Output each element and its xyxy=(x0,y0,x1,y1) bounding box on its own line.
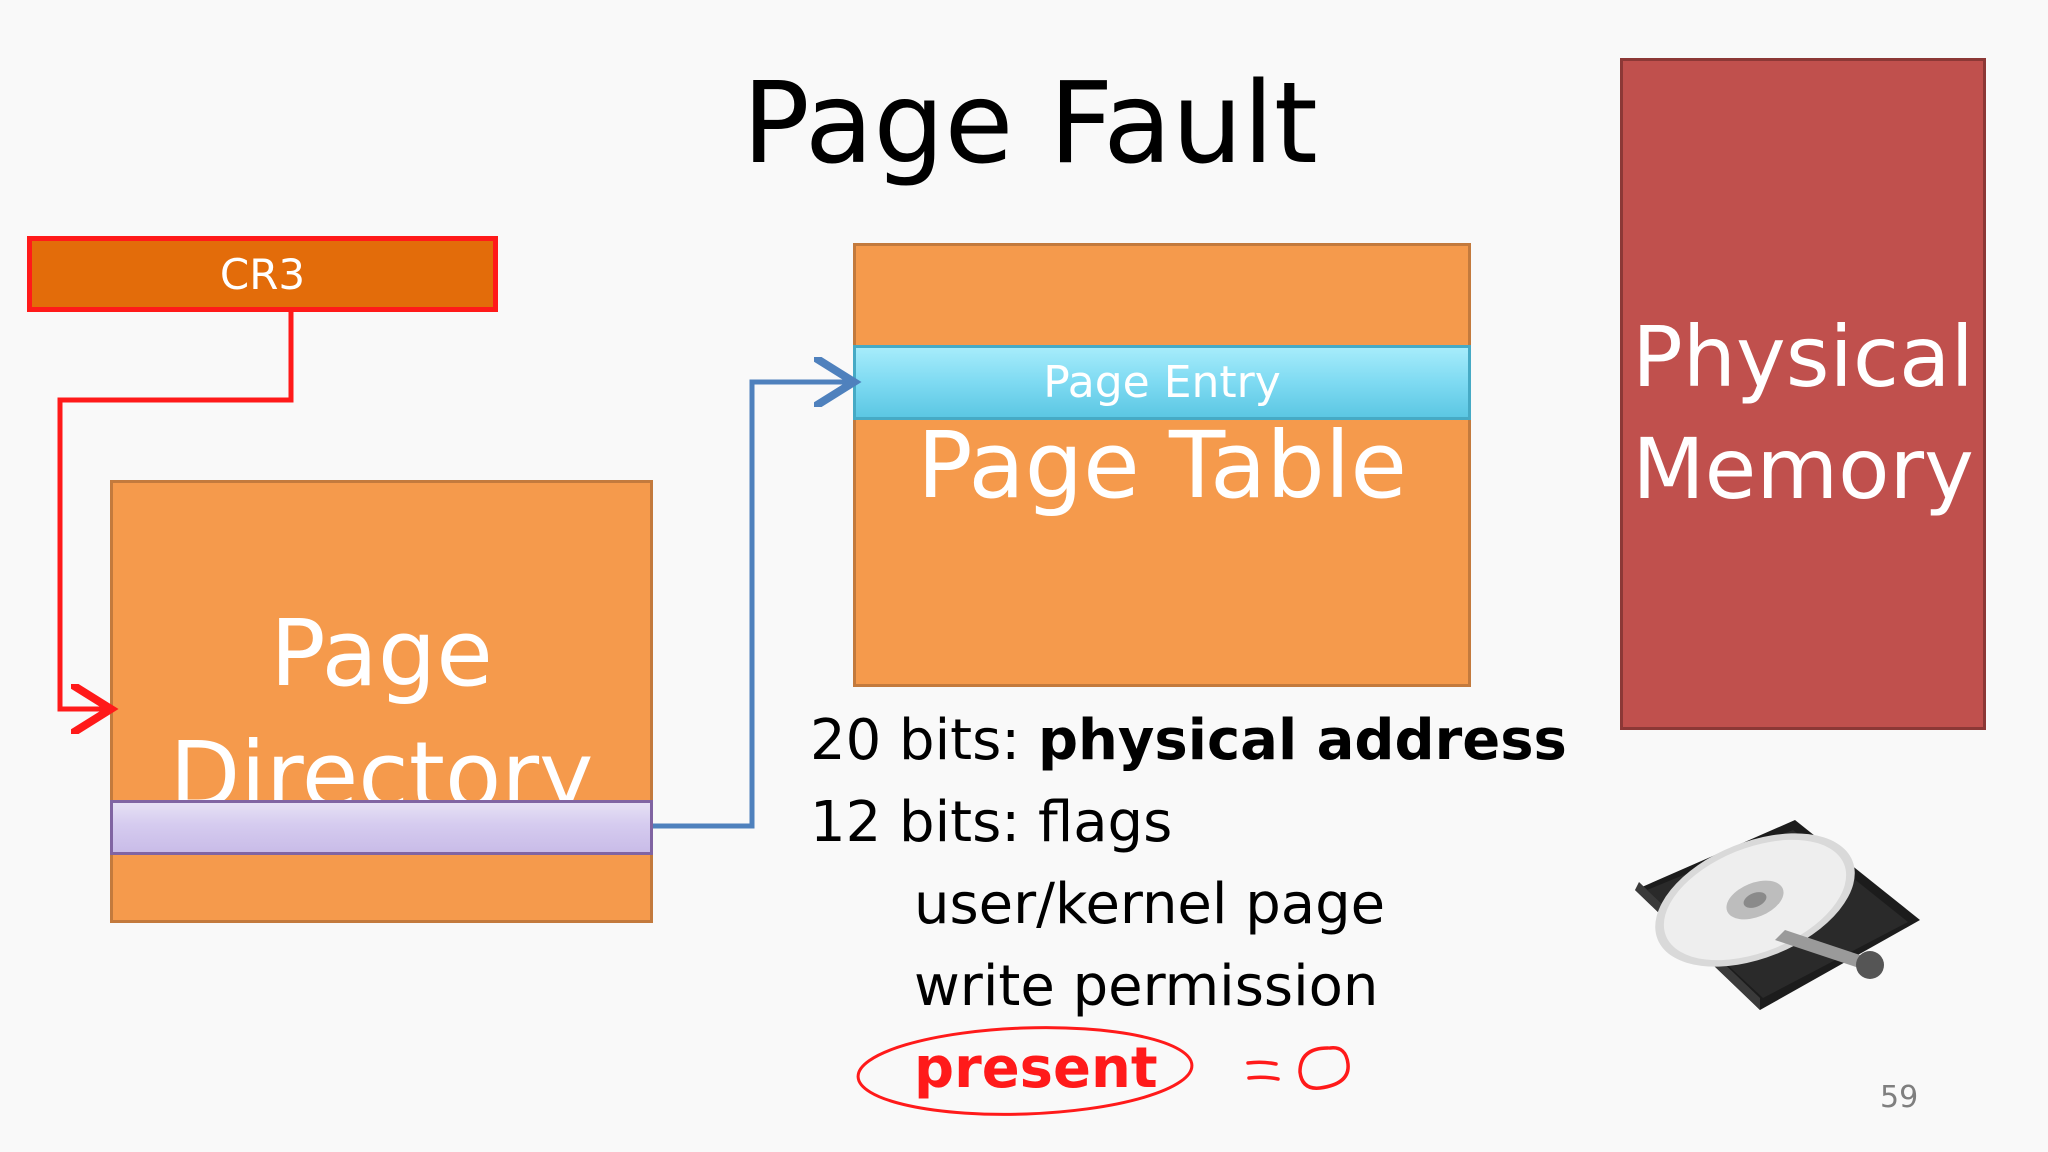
physical-memory-label: Physical Memory xyxy=(1623,301,1983,525)
page-directory-box: Page Directory xyxy=(110,480,653,923)
page-table-entry: Page Entry xyxy=(853,345,1471,420)
entry-format-description: 20 bits: physical address 12 bits: flags… xyxy=(810,700,1567,1110)
hard-disk-drive-icon xyxy=(1635,820,1920,1010)
page-directory-label-line1: Page xyxy=(270,600,493,707)
bits-line-address-bold: physical address xyxy=(1037,708,1567,773)
cr3-label: CR3 xyxy=(219,249,306,299)
physical-memory-label-line1: Physical xyxy=(1632,308,1974,406)
page-number: 59 xyxy=(1880,1080,1919,1115)
page-directory-entry xyxy=(110,800,653,855)
page-entry-label: Page Entry xyxy=(1043,357,1281,408)
page-table-label: Page Table xyxy=(917,412,1407,519)
flag-present: present xyxy=(914,1036,1158,1101)
cr3-register: CR3 xyxy=(27,236,498,312)
flag-user-kernel: user/kernel page xyxy=(914,872,1386,937)
physical-memory-label-line2: Memory xyxy=(1632,420,1974,518)
page-table-box: Page Table xyxy=(853,243,1471,687)
bits-line-address: 20 bits: physical address xyxy=(810,700,1567,782)
flag-write-permission: write permission xyxy=(914,954,1379,1019)
physical-memory-box: Physical Memory xyxy=(1620,58,1986,730)
bits-line-address-prefix: 20 bits: xyxy=(810,708,1038,773)
slide-title: Page Fault xyxy=(742,59,1318,189)
bits-line-flags: 12 bits: flags xyxy=(810,790,1173,855)
